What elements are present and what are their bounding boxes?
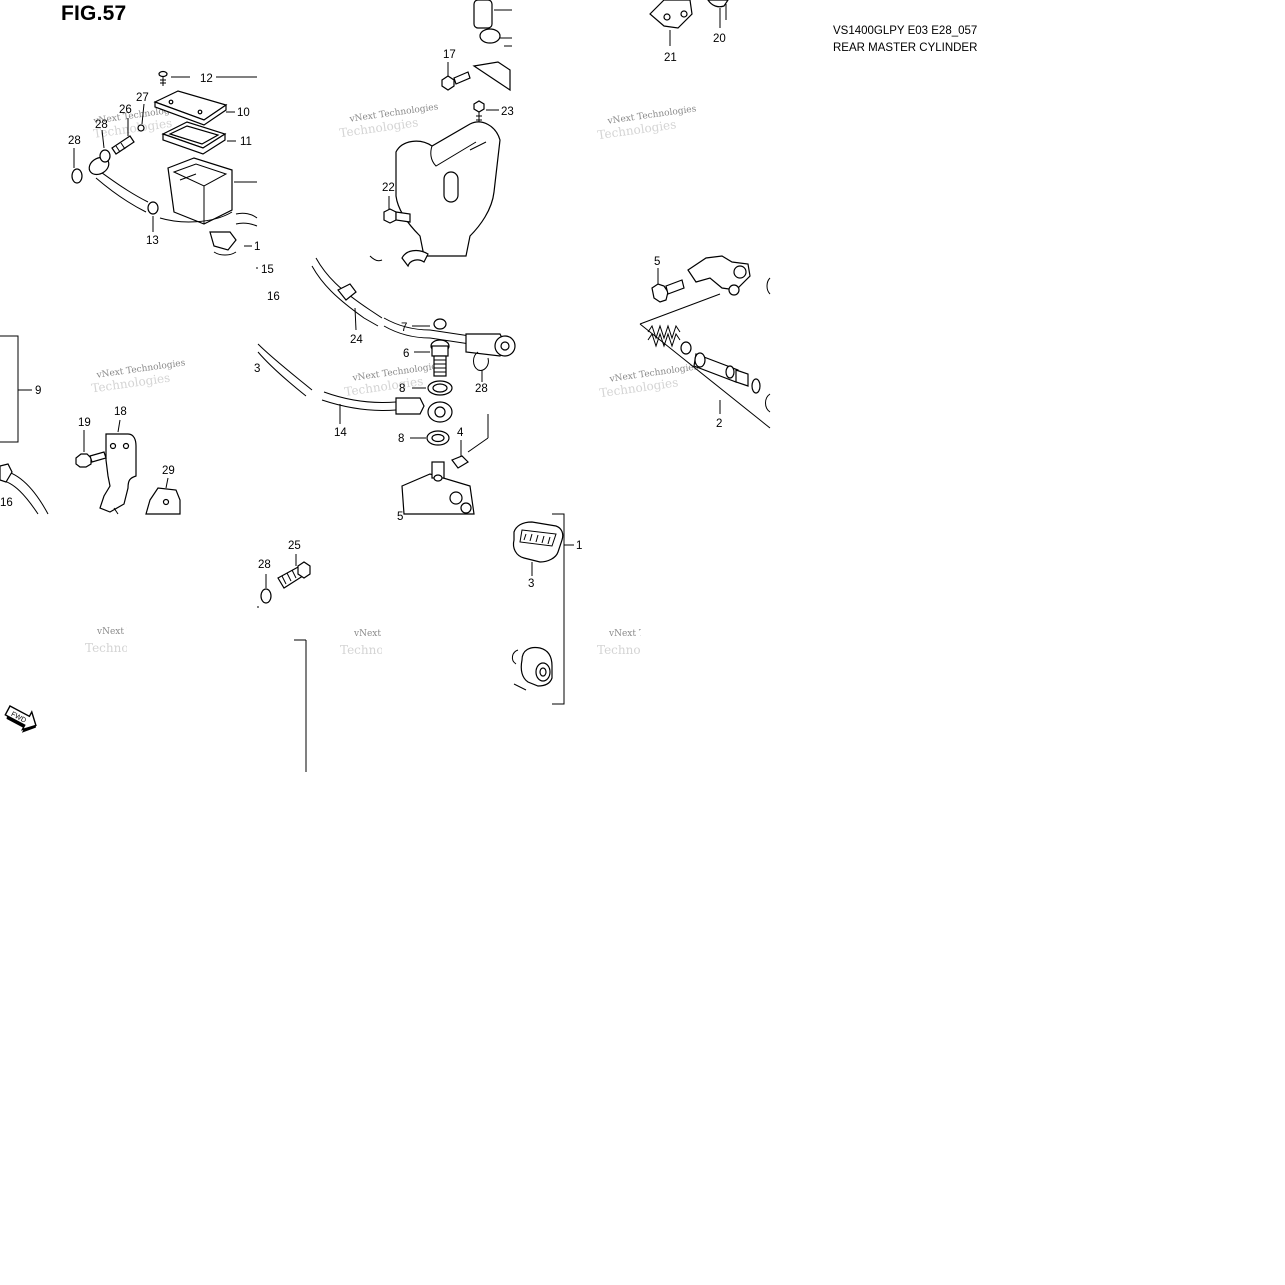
callout-16: 16: [0, 497, 13, 509]
callout-6: 6: [403, 348, 409, 360]
figure-title: FIG.57: [61, 2, 127, 25]
plate-29: [145, 487, 181, 515]
callout-10: 10: [237, 107, 250, 119]
bolt-22: [383, 196, 411, 224]
callout-23: 23: [501, 106, 514, 118]
spring: [647, 324, 681, 348]
reservoir-cap-3: [512, 521, 564, 563]
mount-plate-assembly: [0, 335, 181, 515]
callout-13: 13: [146, 235, 159, 247]
callout-2: 2: [716, 418, 722, 430]
cap-7: [433, 318, 447, 330]
callout-26: 26: [119, 104, 132, 116]
callout-17: 17: [443, 49, 456, 61]
watermark-text: vNext Technologies: [96, 627, 187, 637]
clip-28: [473, 351, 489, 371]
callout-19: 19: [78, 417, 91, 429]
callout-labels: 12 10 11 27 26 28 28 13 1 15 16 17 23 22…: [0, 33, 726, 590]
callout-28: 28: [475, 383, 488, 395]
pedal-bracket: [687, 255, 751, 291]
diagram-subtitle: REAR MASTER CYLINDER: [833, 42, 978, 54]
watermark-text: Technologies: [85, 641, 164, 655]
clamp-13: [147, 201, 159, 215]
callout-28: 28: [68, 135, 81, 147]
spring-20: [707, 0, 729, 8]
bolt-5: [651, 268, 685, 303]
clevis: [472, 61, 511, 92]
watermark-text: vNext Technologies: [608, 629, 699, 639]
callout-3: 3: [528, 578, 534, 590]
union-bolt-25: [277, 554, 311, 589]
callout-28: 28: [95, 119, 108, 131]
hose-banjo-assembly: [256, 257, 516, 515]
callout-12: 12: [200, 73, 213, 85]
bolt-17: [441, 62, 471, 91]
callout-16: 16: [267, 291, 280, 303]
callout-18: 18: [114, 406, 127, 418]
callout-5: 5: [397, 511, 403, 523]
callout-14: 14: [334, 427, 347, 439]
callout-27: 27: [136, 92, 149, 104]
callout-8: 8: [399, 383, 405, 395]
fitting-26: [111, 135, 135, 155]
callout-3: 3: [254, 363, 260, 375]
switch-assembly: [649, 0, 729, 46]
forward-arrow-icon: FWD: [4, 705, 37, 733]
pushrod-boot: [473, 0, 493, 29]
banjo-bolt-6: [414, 339, 450, 377]
callout-7: 7: [401, 322, 407, 334]
callout-5: 5: [654, 256, 660, 268]
callout-21: 21: [664, 52, 677, 64]
watermark-text: Technologies: [597, 643, 676, 657]
bolt-19: [75, 430, 107, 468]
callout-22: 22: [382, 182, 395, 194]
union-bolt-assembly: [257, 554, 311, 608]
watermark-text: vNext Technologies: [353, 629, 444, 639]
callout-15: 15: [261, 264, 274, 276]
callout-11: 11: [240, 136, 252, 148]
screw-12: [158, 70, 257, 86]
callout-28: 28: [258, 559, 271, 571]
reservoir-boot-assembly: [294, 513, 574, 772]
reservoir-body: [167, 157, 233, 225]
switch-bracket-21: [649, 0, 693, 29]
bolt-23: [473, 100, 499, 128]
bracket-assembly: [369, 0, 727, 268]
watermark-text: Technologies: [340, 643, 419, 657]
callout-25: 25: [288, 540, 301, 552]
callout-29: 29: [162, 465, 175, 477]
callout-8: 8: [398, 433, 404, 445]
callout-1: 1: [576, 540, 582, 552]
callout-9: 9: [35, 385, 41, 397]
callout-20: 20: [713, 33, 726, 45]
part-4: [451, 455, 469, 469]
reservoir-assembly: [71, 70, 258, 256]
washer-28: [260, 588, 272, 604]
callout-4: 4: [457, 427, 464, 439]
model-code: VS1400GLPY E03 E28_057: [833, 25, 978, 37]
clamp-28: [71, 168, 83, 184]
mount-plate-18: [99, 433, 137, 513]
callout-24: 24: [350, 334, 363, 346]
callout-1: 1: [254, 241, 260, 253]
piston-assembly: [639, 255, 771, 429]
